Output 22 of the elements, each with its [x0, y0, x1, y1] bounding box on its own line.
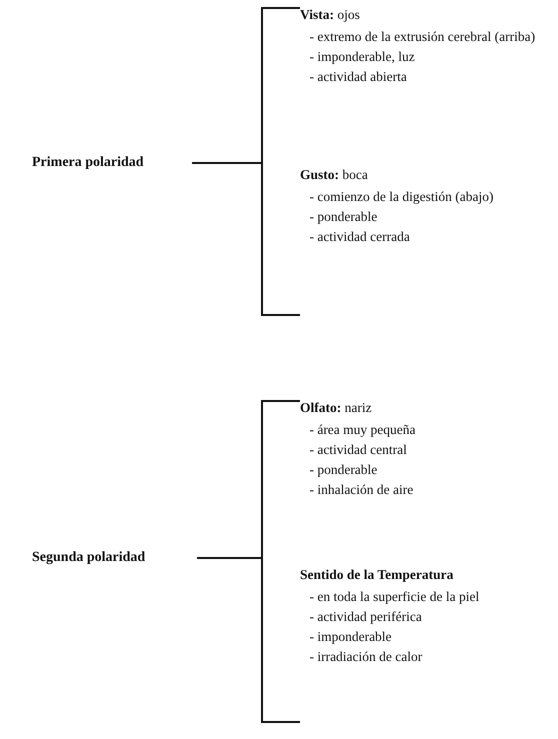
- sense-heading: Gusto: boca: [300, 166, 369, 184]
- bracket-connector: [192, 162, 300, 316]
- polarity-label: Segunda polaridad: [32, 548, 197, 568]
- trait-item: - comienzo de la digestión (abajo): [308, 188, 495, 206]
- trait-item: - actividad central: [308, 441, 408, 459]
- sense-heading: Sentido de la Temperatura: [300, 566, 454, 584]
- trait-item: - área muy pequeña: [308, 421, 417, 439]
- polarity-label: Primera polaridad: [32, 153, 192, 173]
- trait-item: - ponderable: [308, 461, 378, 479]
- sense-heading: Vista: ojos: [300, 6, 361, 24]
- bracket-connector: [197, 557, 300, 723]
- trait-item: - imponderable, luz: [308, 48, 416, 66]
- trait-item: - actividad abierta: [308, 68, 408, 86]
- trait-item: - inhalación de aire: [308, 481, 414, 499]
- trait-item: - en toda la superficie de la piel: [308, 588, 480, 606]
- trait-item: - ponderable: [308, 208, 378, 226]
- trait-item: - extremo de la extrusión cerebral (arriba): [308, 28, 536, 46]
- sense-heading: Olfato: nariz: [300, 399, 373, 417]
- trait-item: - irradiación de calor: [308, 648, 424, 666]
- trait-item: - actividad periférica: [308, 608, 423, 626]
- trait-item: - actividad cerrada: [308, 228, 411, 246]
- trait-item: - imponderable: [308, 628, 393, 646]
